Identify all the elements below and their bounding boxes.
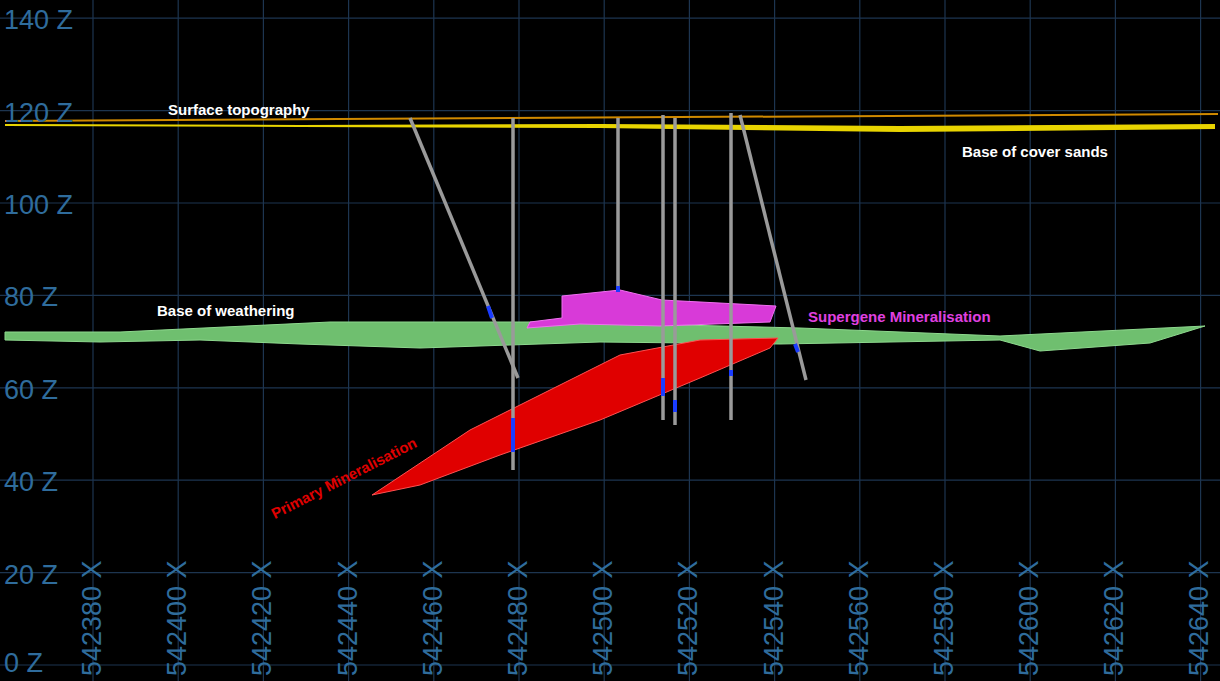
- x-axis-label: 542420 X: [247, 560, 278, 676]
- x-axis-label: 542500 X: [588, 560, 619, 676]
- x-axis-label: 542400 X: [162, 560, 193, 676]
- x-axis-label: 542460 X: [418, 560, 449, 676]
- x-axis-label: 542580 X: [929, 560, 960, 676]
- z-axis-label: 140 Z: [4, 5, 73, 36]
- x-axis-label: 542540 X: [759, 560, 790, 676]
- x-axis-label: 542640 X: [1184, 560, 1215, 676]
- x-axis-label: 542480 X: [503, 560, 534, 676]
- z-axis-label: 120 Z: [4, 98, 73, 129]
- z-axis-label: 60 Z: [4, 375, 58, 406]
- annotation: Surface topography: [168, 101, 310, 118]
- x-axis-label: 542600 X: [1014, 560, 1045, 676]
- supergene-mineralisation: [527, 290, 776, 328]
- x-axis-label: 542520 X: [673, 560, 704, 676]
- annotation: Base of weathering: [157, 302, 295, 319]
- x-axis-label: 542560 X: [844, 560, 875, 676]
- z-axis-label: 80 Z: [4, 282, 58, 313]
- drillholes: [410, 113, 806, 470]
- annotation: Primary Mineralisation: [268, 434, 419, 522]
- base-of-weathering: [5, 322, 1205, 351]
- x-axis-label: 542620 X: [1099, 560, 1130, 676]
- primary-mineralisation: [372, 338, 778, 495]
- z-axis-label: 0 Z: [4, 648, 43, 679]
- cover-sands: [5, 124, 1215, 132]
- x-axis-label: 542380 X: [77, 560, 108, 676]
- annotation: Supergene Mineralisation: [808, 308, 991, 325]
- x-axis-label: 542440 X: [333, 560, 364, 676]
- z-axis-label: 40 Z: [4, 467, 58, 498]
- z-axis-label: 100 Z: [4, 190, 73, 221]
- z-axis-label: 20 Z: [4, 560, 58, 591]
- sample-intervals: [488, 286, 798, 452]
- annotation: Base of cover sands: [962, 143, 1108, 160]
